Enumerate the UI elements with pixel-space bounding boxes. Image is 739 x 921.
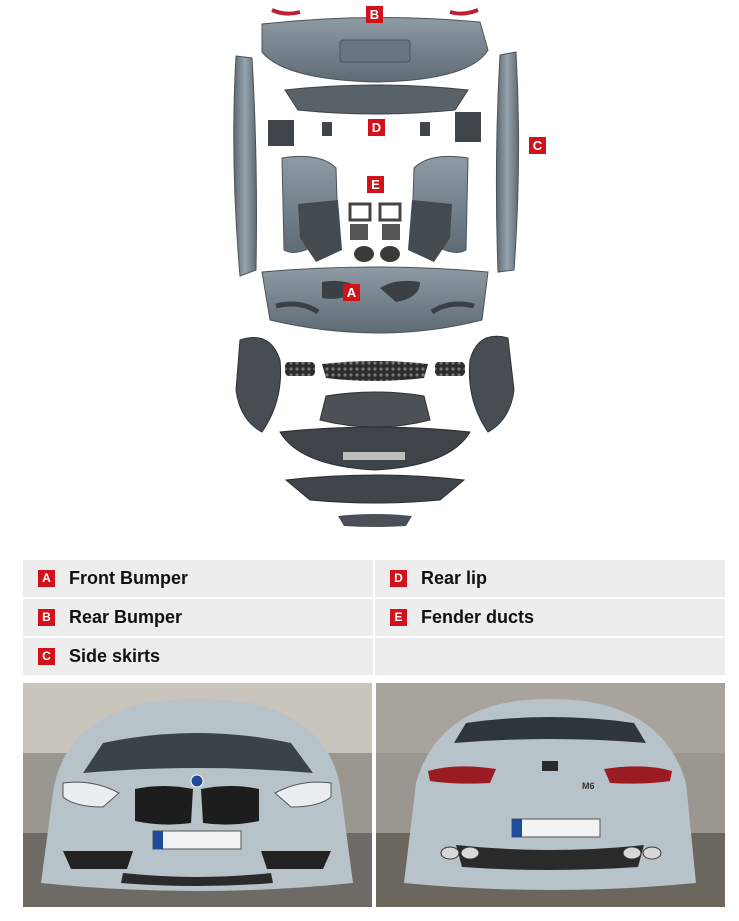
legend-item-front-bumper: A Front Bumper bbox=[23, 560, 373, 597]
lower-grilles-part bbox=[285, 361, 465, 381]
legend-item-rear-lip: D Rear lip bbox=[375, 560, 725, 597]
legend-item-empty bbox=[375, 638, 725, 675]
rear-model-badge: M6 bbox=[582, 781, 595, 791]
parts-legend: A Front Bumper D Rear lip B Rear Bumper … bbox=[23, 560, 725, 677]
badge-e: E bbox=[367, 176, 384, 193]
legend-letter: D bbox=[390, 570, 407, 587]
legend-label: Rear Bumper bbox=[69, 607, 183, 627]
legend-label: Rear lip bbox=[421, 568, 488, 588]
under-tray-part bbox=[279, 391, 471, 471]
badge-b: B bbox=[366, 6, 383, 23]
splitter-part bbox=[284, 474, 466, 504]
parts-illustration bbox=[233, 8, 520, 527]
legend-row: B Rear Bumper E Fender ducts bbox=[23, 599, 725, 636]
legend-letter: E bbox=[390, 609, 407, 626]
legend-letter: B bbox=[38, 609, 55, 626]
arch-liner-right-part bbox=[468, 335, 515, 433]
arch-liner-left-part bbox=[235, 337, 282, 433]
badge-c: C bbox=[529, 137, 546, 154]
side-skirt-right-part bbox=[495, 51, 520, 273]
legend-label: Side skirts bbox=[69, 646, 161, 666]
rear-bumper-part bbox=[261, 8, 489, 83]
fender-ducts-part bbox=[281, 155, 469, 262]
legend-item-rear-bumper: B Rear Bumper bbox=[23, 599, 373, 636]
legend-row: C Side skirts bbox=[23, 638, 725, 675]
splitter-small-part bbox=[338, 514, 412, 527]
badge-d: D bbox=[368, 119, 385, 136]
legend-row: A Front Bumper D Rear lip bbox=[23, 560, 725, 597]
legend-item-side-skirts: C Side skirts bbox=[23, 638, 373, 675]
front-car-illustration bbox=[23, 683, 372, 907]
side-skirt-left-part bbox=[233, 55, 257, 277]
legend-letter: A bbox=[38, 570, 55, 587]
front-view-photo bbox=[23, 683, 372, 907]
legend-letter: C bbox=[38, 648, 55, 665]
rear-lip-part bbox=[268, 84, 481, 146]
badge-a: A bbox=[343, 284, 360, 301]
legend-label: Fender ducts bbox=[421, 607, 535, 627]
rear-view-photo: M6 bbox=[376, 683, 725, 907]
front-bumper-part bbox=[261, 266, 489, 334]
legend-item-fender-ducts: E Fender ducts bbox=[375, 599, 725, 636]
parts-diagram: B C D E A bbox=[233, 6, 546, 527]
legend-label: Front Bumper bbox=[69, 568, 188, 588]
rear-car-illustration: M6 bbox=[376, 683, 725, 907]
